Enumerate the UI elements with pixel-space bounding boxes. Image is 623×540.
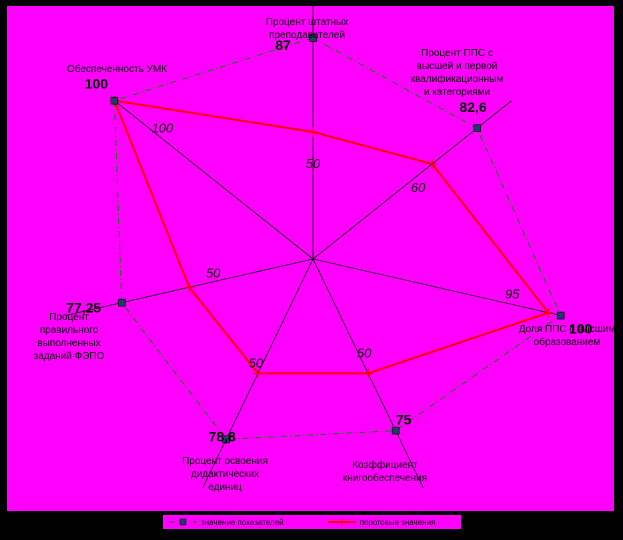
value-marker-0 (309, 34, 317, 42)
threshold-label-6: 100 (152, 121, 174, 136)
legend-item-values: значение показателей (169, 517, 284, 527)
value-label-0: 87 (275, 37, 291, 53)
legend-swatch-values (169, 518, 197, 526)
threshold-label-0: 50 (306, 156, 321, 171)
value-series-line (113, 37, 562, 440)
legend: значение показателей пороговые значения (162, 514, 462, 530)
threshold-series-line (112, 99, 550, 375)
value-label-2: 100 (569, 321, 593, 337)
legend-swatch-thresholds (327, 518, 356, 526)
threshold-label-1: 60 (411, 180, 426, 195)
value-label-3: 75 (396, 412, 412, 428)
axis-spoke-2 (312, 258, 561, 316)
value-label-6: 100 (85, 76, 109, 92)
value-label-5: 77,25 (66, 300, 101, 316)
radar-chart: 5060955050501008782,61007578,877,25100Пр… (34, 6, 614, 493)
legend-label-values: значение показателей (201, 517, 284, 527)
axis-spoke-6 (114, 100, 314, 260)
threshold-label-3: 50 (357, 345, 372, 360)
threshold-label-4: 50 (249, 355, 264, 370)
value-marker-2 (556, 311, 565, 320)
legend-label-thresholds: пороговые значения (359, 517, 436, 527)
value-marker-3 (391, 426, 400, 435)
value-label-4: 78,8 (209, 428, 236, 444)
value-label-1: 82,6 (459, 99, 486, 115)
value-marker-6 (110, 96, 119, 105)
value-marker-1 (473, 124, 481, 132)
legend-item-thresholds: пороговые значения (327, 517, 436, 527)
value-marker-5 (117, 298, 126, 307)
value-marker-4 (222, 435, 230, 444)
threshold-label-5: 50 (206, 265, 221, 280)
threshold-label-2: 95 (505, 287, 520, 302)
axis-label-6: Обеспеченность УМК (67, 63, 167, 75)
